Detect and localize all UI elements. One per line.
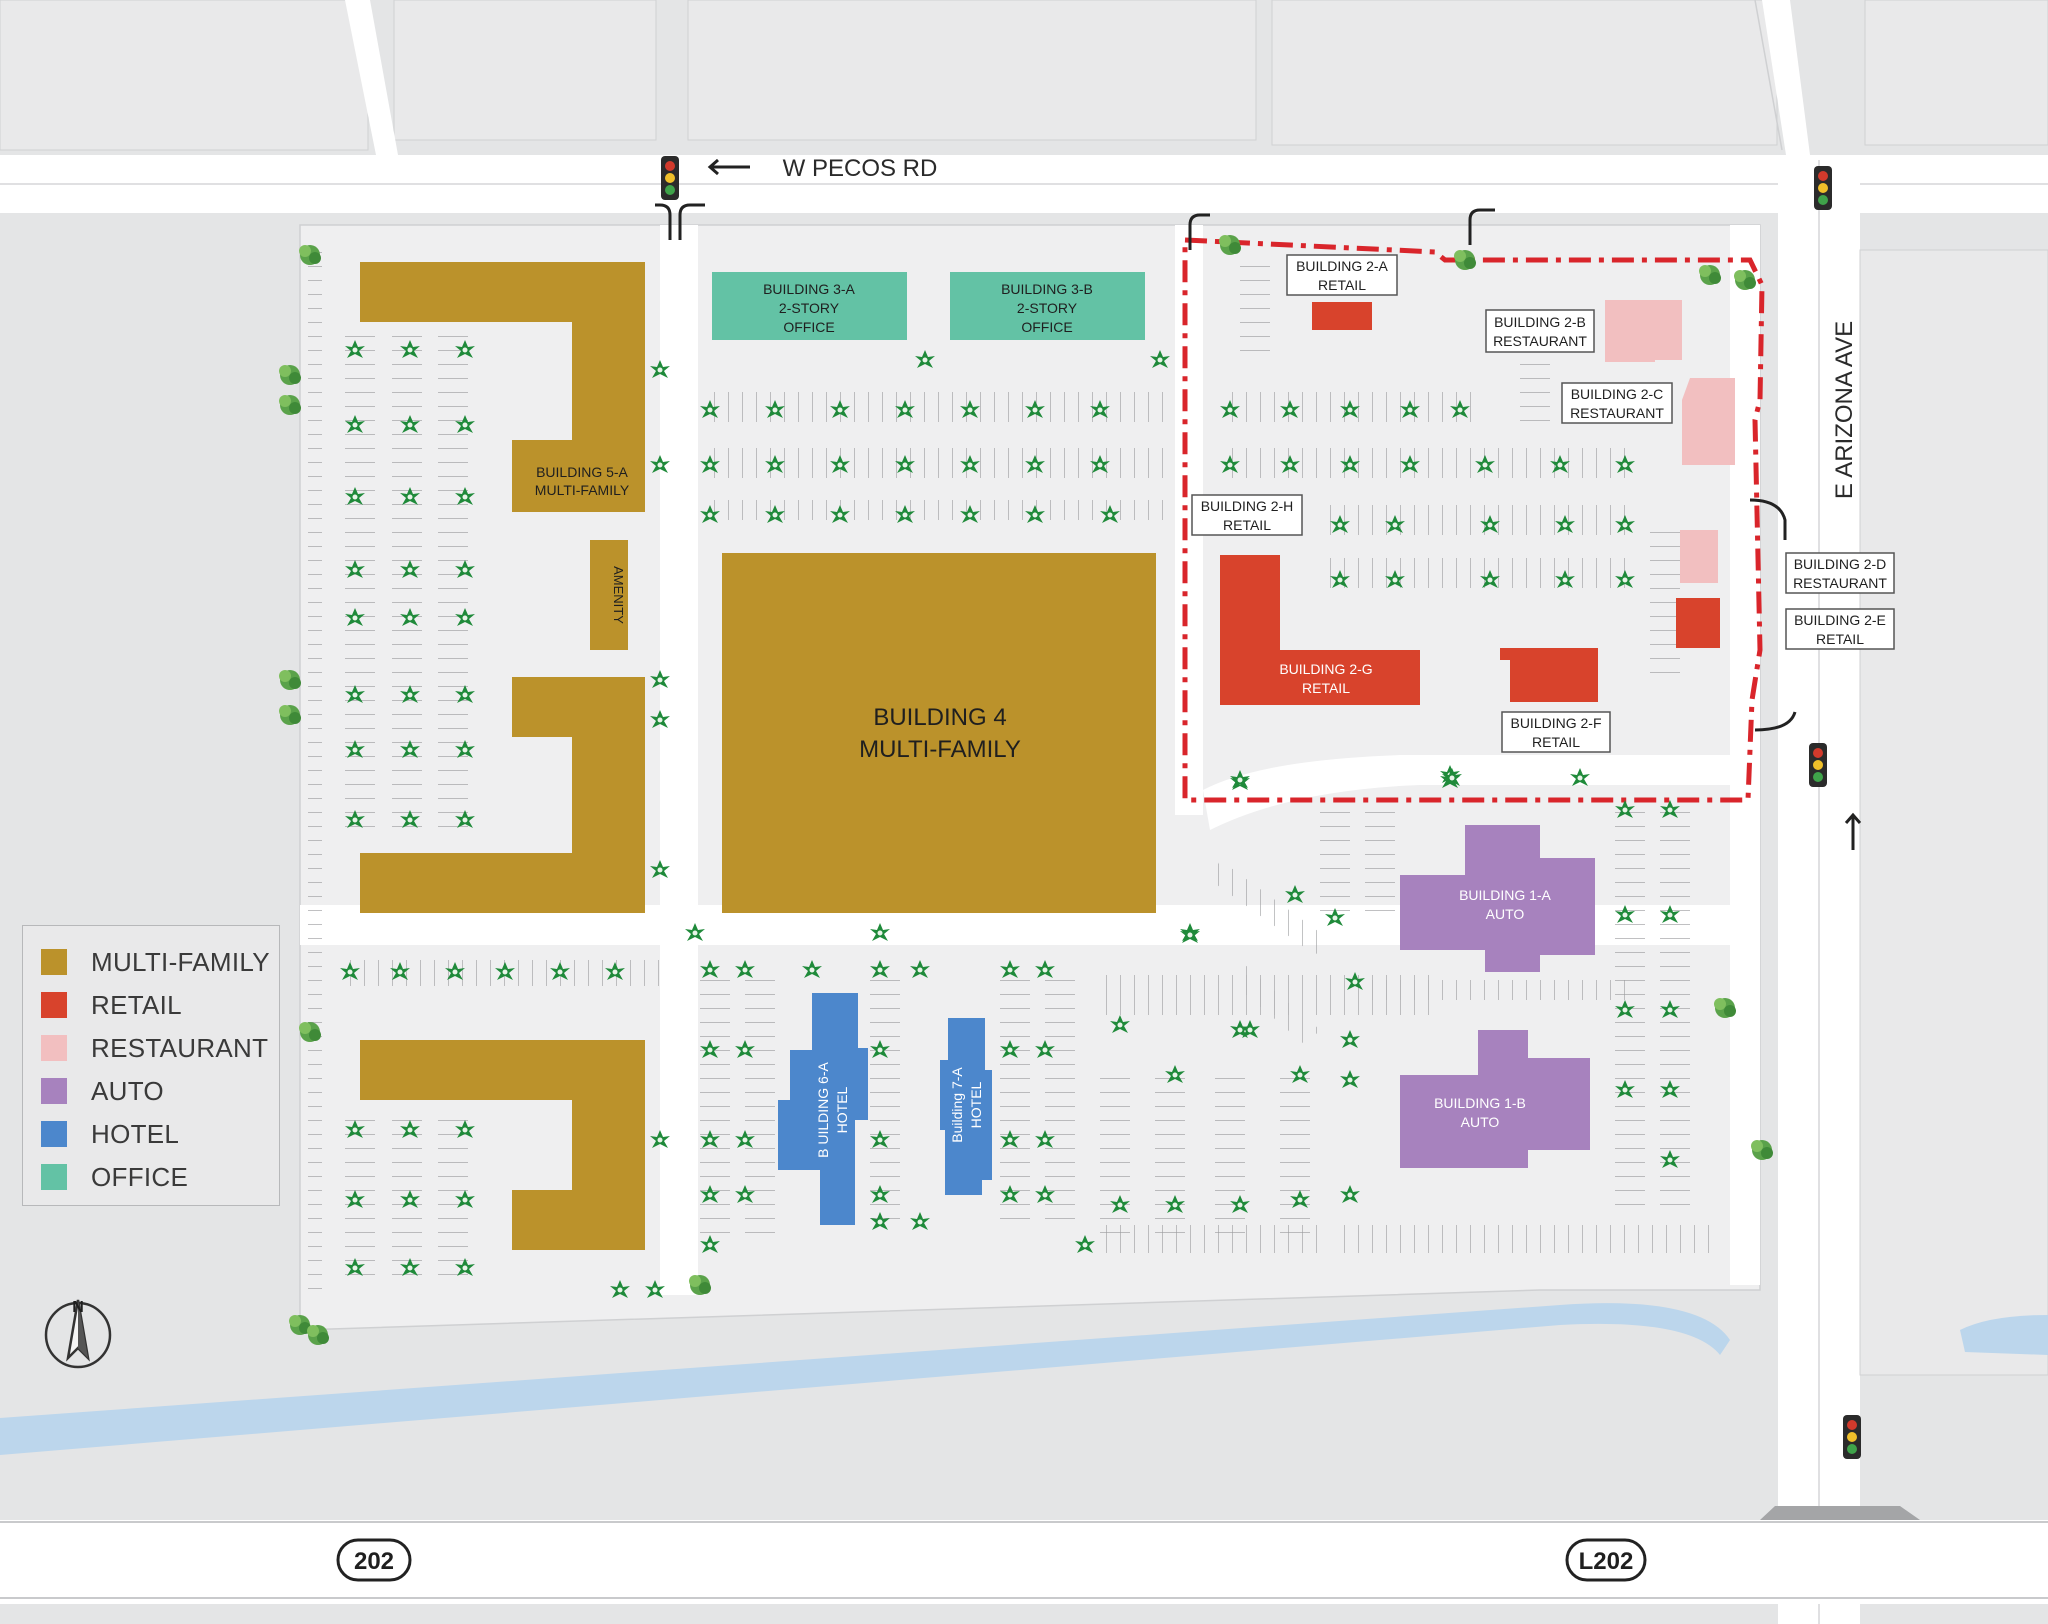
b3a-sub: 2-STORY — [779, 300, 840, 316]
building-2b[interactable] — [1605, 300, 1682, 362]
compass-icon — [44, 1299, 112, 1369]
building-2f[interactable] — [1500, 648, 1598, 702]
legend-item-auto: AUTO — [41, 1075, 164, 1107]
compass-north-label: N — [72, 1299, 84, 1316]
b2g-name: BUILDING 2-G — [1279, 661, 1372, 677]
road-label-w-pecos: W PECOS RD — [783, 155, 938, 182]
b6a-use: HOTEL — [834, 1086, 850, 1133]
multifamily-block-mid[interactable] — [360, 677, 645, 913]
building-4[interactable] — [722, 553, 1156, 913]
b1a-use: AUTO — [1486, 906, 1525, 922]
legend-swatch — [41, 992, 67, 1018]
retail-parcel-boundary — [1182, 237, 1765, 803]
amenity-label: AMENITY — [611, 566, 626, 624]
b1b-use: AUTO — [1461, 1114, 1500, 1130]
road-label-e-arizona: E ARIZONA AVE — [1831, 321, 1858, 499]
building-6a[interactable] — [778, 993, 868, 1225]
b7a-use: HOTEL — [968, 1081, 984, 1128]
legend-swatch — [41, 1121, 67, 1147]
b2d-use: RESTAURANT — [1793, 575, 1887, 591]
b4-use: MULTI-FAMILY — [859, 736, 1021, 763]
legend-item-office: OFFICE — [41, 1161, 188, 1193]
arrow-icon — [655, 158, 1862, 850]
building-2c[interactable] — [1682, 378, 1735, 465]
b2f-name: BUILDING 2-F — [1510, 715, 1601, 731]
building-2a[interactable] — [1312, 302, 1372, 330]
b3b-use: OFFICE — [1021, 319, 1072, 335]
building-3a[interactable] — [712, 272, 907, 340]
building-2g[interactable] — [1220, 555, 1420, 705]
b3a-name: BUILDING 3-A — [763, 281, 855, 297]
legend-item-retail: RETAIL — [41, 989, 182, 1021]
b2a-use: RETAIL — [1318, 277, 1366, 293]
legend-swatch — [41, 1078, 67, 1104]
legend-swatch — [41, 1035, 67, 1061]
b2f-use: RETAIL — [1532, 734, 1580, 750]
legend-item-multi-family: MULTI-FAMILY — [41, 946, 270, 978]
multifamily-block-south[interactable] — [360, 1040, 645, 1250]
b5a-use: MULTI-FAMILY — [535, 482, 630, 498]
legend-swatch — [41, 949, 67, 975]
b2e-name: BUILDING 2-E — [1794, 612, 1886, 628]
map-legend: MULTI-FAMILY RETAIL RESTAURANT AUTO HOTE… — [22, 925, 280, 1206]
canal — [0, 1303, 1730, 1455]
legend-item-hotel: HOTEL — [41, 1118, 179, 1150]
legend-label: RETAIL — [91, 989, 182, 1020]
parking-fields — [308, 250, 1720, 1300]
building-2e[interactable] — [1676, 598, 1720, 648]
building-5a[interactable] — [360, 262, 645, 512]
legend-label: MULTI-FAMILY — [91, 946, 270, 977]
legend-item-restaurant: RESTAURANT — [41, 1032, 268, 1064]
legend-swatch — [41, 1164, 67, 1190]
b2h-use: RETAIL — [1223, 517, 1271, 533]
loop-202-freeway — [0, 1520, 2048, 1604]
b5a-name: BUILDING 5-A — [536, 464, 628, 480]
amenity-building[interactable] — [590, 540, 628, 650]
building-1a[interactable] — [1400, 825, 1595, 972]
b2a-name: BUILDING 2-A — [1296, 258, 1388, 274]
b2h-name: BUILDING 2-H — [1201, 498, 1294, 514]
b4-name: BUILDING 4 — [873, 704, 1006, 731]
b3b-name: BUILDING 3-B — [1001, 281, 1093, 297]
highway-shield-icon — [336, 1538, 1647, 1582]
legend-label: OFFICE — [91, 1161, 189, 1192]
building-7a[interactable] — [940, 1018, 992, 1195]
b2b-use: RESTAURANT — [1493, 333, 1587, 349]
building-3b[interactable] — [950, 272, 1145, 340]
b2b-name: BUILDING 2-B — [1494, 314, 1586, 330]
b1b-name: BUILDING 1-B — [1434, 1095, 1526, 1111]
b6a-name: B UILDING 6-A — [815, 1062, 831, 1158]
b3a-use: OFFICE — [783, 319, 834, 335]
b7a-name: Building 7-A — [949, 1067, 965, 1143]
b2g-use: RETAIL — [1302, 680, 1350, 696]
b1a-name: BUILDING 1-A — [1459, 887, 1551, 903]
b2c-use: RESTAURANT — [1570, 405, 1664, 421]
legend-label: AUTO — [91, 1075, 164, 1106]
b3b-sub: 2-STORY — [1017, 300, 1078, 316]
b2c-name: BUILDING 2-C — [1571, 386, 1664, 402]
highway-label-l202: L202 — [1579, 1548, 1634, 1575]
b2d-name: BUILDING 2-D — [1794, 556, 1887, 572]
highway-label-202: 202 — [354, 1548, 394, 1575]
legend-label: HOTEL — [91, 1118, 180, 1149]
building-2d[interactable] — [1680, 530, 1718, 583]
building-1b[interactable] — [1400, 1030, 1590, 1168]
b2e-use: RETAIL — [1816, 631, 1864, 647]
legend-label: RESTAURANT — [91, 1032, 269, 1063]
